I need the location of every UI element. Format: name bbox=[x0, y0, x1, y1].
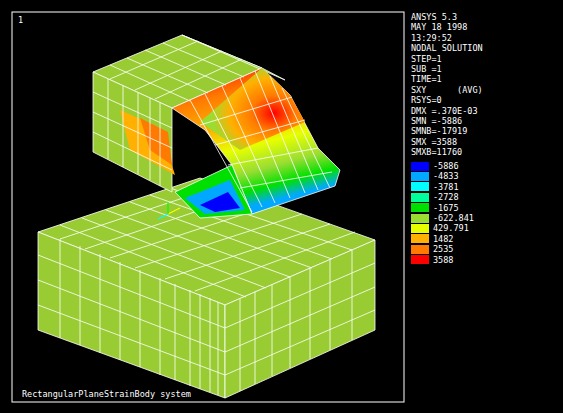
status-line: SUB =1 bbox=[411, 64, 442, 74]
status-line: SXY (AVG) bbox=[411, 85, 483, 95]
status-line: 13:29:52 bbox=[411, 33, 452, 43]
status-line: MAY 18 1998 bbox=[411, 22, 467, 32]
legend-value: -5886 bbox=[433, 161, 459, 171]
status-line: SMN =-5886 bbox=[411, 116, 462, 126]
legend-value: -2728 bbox=[433, 192, 459, 202]
status-line: RSYS=0 bbox=[411, 95, 442, 105]
model-title: RectangularPlaneStrainBody system bbox=[22, 389, 191, 399]
legend-value: -622.841 bbox=[433, 213, 474, 223]
legend-swatch bbox=[411, 214, 429, 223]
legend-value: -3781 bbox=[433, 182, 459, 192]
legend-swatch bbox=[411, 162, 429, 171]
status-line: STEP=1 bbox=[411, 54, 442, 64]
legend-value: -4833 bbox=[433, 171, 459, 181]
status-line: SMNB=-17919 bbox=[411, 126, 467, 136]
legend-swatch bbox=[411, 172, 429, 181]
legend-swatch bbox=[411, 234, 429, 243]
status-line: ANSYS 5.3 bbox=[411, 12, 457, 22]
legend-value: -1675 bbox=[433, 203, 459, 213]
legend-value: 2535 bbox=[433, 244, 453, 254]
legend-value: 429.791 bbox=[433, 223, 469, 233]
status-line: NODAL SOLUTION bbox=[411, 43, 483, 53]
legend-value: 1482 bbox=[433, 234, 453, 244]
status-line: DMX =.370E-03 bbox=[411, 106, 478, 116]
legend-value: 3588 bbox=[433, 255, 453, 265]
status-line: SMXB=11760 bbox=[411, 147, 462, 157]
window-number: 1 bbox=[18, 15, 23, 25]
legend-swatch bbox=[411, 182, 429, 191]
legend-swatch bbox=[411, 255, 429, 264]
legend-swatch bbox=[411, 245, 429, 254]
legend-swatch bbox=[411, 203, 429, 212]
status-line: TIME=1 bbox=[411, 74, 442, 84]
legend-swatch bbox=[411, 224, 429, 233]
legend-swatch bbox=[411, 193, 429, 202]
status-line: SMX =3588 bbox=[411, 137, 457, 147]
